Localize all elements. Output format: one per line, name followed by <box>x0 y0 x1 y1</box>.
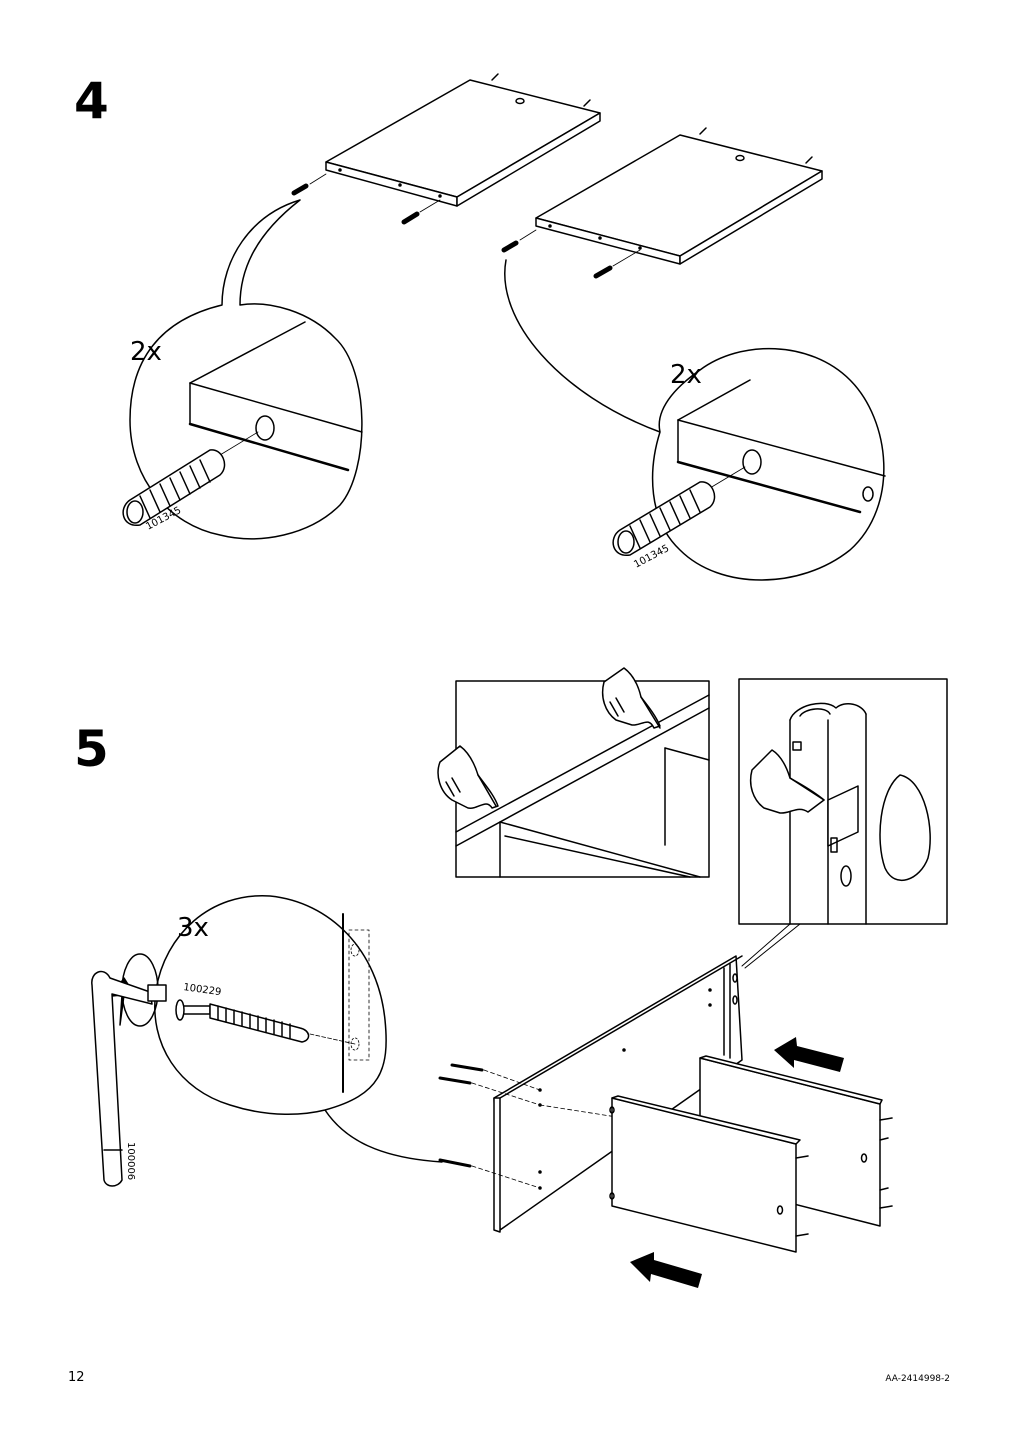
document-code: AA-2414998-2 <box>885 1374 950 1384</box>
dowel-pin-2 <box>612 481 716 556</box>
page-number: 12 <box>68 1370 85 1385</box>
side-panel <box>493 955 743 1233</box>
screw-icon <box>175 999 310 1043</box>
quantity-label-5: 3x <box>177 913 209 943</box>
step-5-number: 5 <box>74 720 109 778</box>
arrow-left-icon <box>630 1252 702 1288</box>
quantity-label-4a: 2x <box>130 337 162 367</box>
inset-detail-post-check <box>738 678 948 969</box>
shelf-panel-1 <box>291 73 601 225</box>
quantity-label-4b: 2x <box>670 360 702 390</box>
dowel-pin-1 <box>122 449 226 526</box>
part-number-5: 100229 <box>183 982 222 998</box>
hand-icon <box>749 749 825 814</box>
tool-number-5: 100006 <box>125 1142 136 1180</box>
hand-icon <box>601 667 661 729</box>
shelf-front <box>609 1095 809 1253</box>
hand-icon <box>437 745 499 809</box>
allen-key-icon <box>91 970 167 1187</box>
dowel-detail-circle-1 <box>122 199 363 540</box>
dowel-detail-circle-2 <box>504 259 886 581</box>
step-4-number: 4 <box>74 72 109 130</box>
screw-detail-circle <box>91 895 443 1187</box>
inset-detail-edge-check <box>437 667 710 878</box>
shelf-panel-2 <box>501 127 823 279</box>
arrow-left-icon <box>774 1037 844 1072</box>
